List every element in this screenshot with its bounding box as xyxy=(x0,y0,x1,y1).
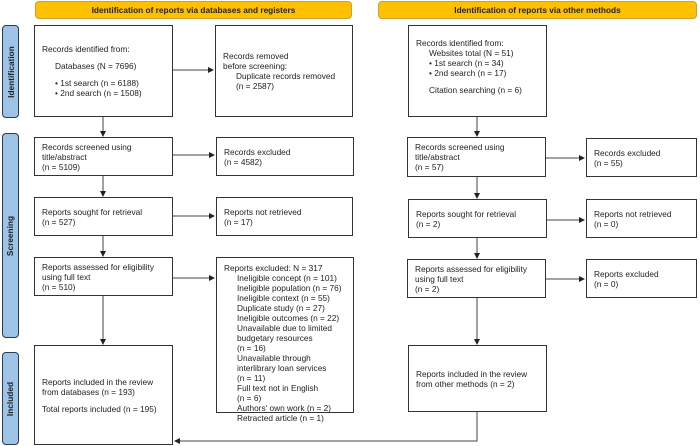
box-title: Reports included in the review xyxy=(416,368,528,379)
box-title: Reports excluded xyxy=(594,268,659,279)
reports-sought-other: Reports sought for retrieval (n = 2) xyxy=(408,199,547,238)
box-count: (n = 55) xyxy=(594,157,623,168)
records-removed: Records removed before screening: Duplic… xyxy=(215,25,353,117)
bullet-item: • 1st search (n = 34) xyxy=(429,58,504,68)
bullet-item: • 2nd search (n = 1508) xyxy=(55,88,142,98)
arrow xyxy=(174,411,478,444)
box-count: (n = 2587) xyxy=(236,81,275,91)
box-count: (n = 0) xyxy=(594,218,619,229)
box-title: Reports assessed for eligibility xyxy=(42,261,155,272)
records-excluded-other: Records excluded (n = 55) xyxy=(586,138,697,177)
bullet-item: • 2nd search (n = 17) xyxy=(429,68,507,78)
box-count: (n = 510) xyxy=(42,281,76,292)
exclusion-reason: Authors' own work (n = 2) xyxy=(237,403,332,413)
box-title: from databases (n = 193) xyxy=(42,386,135,397)
bullet-item: • 1st search (n = 6188) xyxy=(55,78,139,88)
records-excluded-databases: Records excluded (n = 4582) xyxy=(216,137,354,176)
exclusion-reason: Full text not in English xyxy=(237,383,319,393)
phase-identification: Identification xyxy=(2,25,19,118)
header-label: Identification of reports via databases … xyxy=(91,5,296,15)
exclusion-reason: interlibrary loan services xyxy=(237,363,327,373)
records-screened-other: Records screened using title/abstract (n… xyxy=(407,137,546,177)
box-title: Reports not retrieved xyxy=(594,208,672,219)
box-title: Reports sought for retrieval xyxy=(42,206,143,217)
bullet-text: 2nd search (n = 17) xyxy=(434,68,507,78)
exclusion-reason: Ineligible context (n = 55) xyxy=(237,293,330,303)
phase-included: Included xyxy=(2,352,19,445)
reports-excluded-other: Reports excluded (n = 0) xyxy=(586,259,697,298)
reports-excluded-databases: Reports excluded: N = 317 Ineligible con… xyxy=(216,257,354,423)
box-title: Reports not retrieved xyxy=(224,206,302,217)
box-title: Reports assessed for eligibility xyxy=(415,263,528,274)
box-title: Records excluded xyxy=(594,147,661,158)
exclusion-reason: Ineligible outcomes (n = 22) xyxy=(237,313,340,323)
header-other-methods: Identification of reports via other meth… xyxy=(378,1,697,19)
box-title: Records excluded xyxy=(224,146,291,157)
box-item: Duplicate records removed xyxy=(236,71,336,81)
box-count: (n = 2) xyxy=(416,218,441,229)
reports-included-other: Reports included in the review from othe… xyxy=(408,345,547,412)
exclusion-reason: Ineligible concept (n = 101) xyxy=(237,273,337,283)
exclusion-reason: (n = 11) xyxy=(237,373,266,383)
box-title: Records screened using xyxy=(415,142,505,152)
box-title: Reports excluded: N = 317 xyxy=(224,263,323,273)
box-count: (n = 5109) xyxy=(42,161,81,172)
total-included: Total reports included (n = 195) xyxy=(42,403,157,414)
exclusion-reason: Ineligible population (n = 76) xyxy=(237,283,342,293)
records-identified-databases: Records identified from: Databases (N = … xyxy=(34,25,173,117)
box-title: using full text xyxy=(42,271,91,282)
reports-sought-databases: Reports sought for retrieval (n = 527) xyxy=(34,197,173,236)
box-count: (n = 527) xyxy=(42,216,76,227)
box-title: Reports included in the review xyxy=(42,376,154,387)
box-title: title/abstract xyxy=(42,151,87,162)
reports-not-retrieved-databases: Reports not retrieved (n = 17) xyxy=(216,197,353,236)
box-count: (n = 17) xyxy=(224,216,253,227)
header-label: Identification of reports via other meth… xyxy=(454,5,621,15)
box-count: (n = 57) xyxy=(415,162,444,172)
phase-screening: Screening xyxy=(2,133,19,338)
box-title: Reports sought for retrieval xyxy=(416,208,517,219)
exclusion-reason: budgetary resources xyxy=(237,333,313,343)
box-count: (n = 2) xyxy=(415,283,440,294)
box-title: title/abstract xyxy=(415,152,460,162)
reports-assessed-databases: Reports assessed for eligibility using f… xyxy=(34,257,173,296)
box-title: from other methods (n = 2) xyxy=(416,378,515,389)
exclusion-reason: Unavailable due to limited xyxy=(237,323,333,333)
bullet-text: 2nd search (n = 1508) xyxy=(60,88,142,98)
citation-count: Citation searching (n = 6) xyxy=(429,85,522,95)
exclusion-reasons-list: Ineligible concept (n = 101)Ineligible p… xyxy=(224,273,346,423)
reports-not-retrieved-other: Reports not retrieved (n = 0) xyxy=(586,199,697,238)
box-title: Records identified from: xyxy=(416,38,504,48)
databases-count: Databases (N = 7696) xyxy=(55,61,137,71)
exclusion-reason: Duplicate study (n = 27) xyxy=(237,303,325,313)
exclusion-reason: Unavailable through xyxy=(237,353,311,363)
box-title: using full text xyxy=(415,273,464,284)
records-identified-other: Records identified from: Websites total … xyxy=(408,25,547,117)
exclusion-reason: (n = 16) xyxy=(237,343,266,353)
box-title: Records identified from: xyxy=(42,44,130,54)
exclusion-reason: Retracted article (n = 1) xyxy=(237,413,324,423)
box-title: Records removed before screening: xyxy=(223,51,289,71)
bullet-text: 1st search (n = 6188) xyxy=(60,78,139,88)
box-count: (n = 4582) xyxy=(224,156,263,167)
websites-count: Websites total (N = 51) xyxy=(429,48,514,58)
header-databases: Identification of reports via databases … xyxy=(35,1,352,19)
reports-assessed-other: Reports assessed for eligibility using f… xyxy=(407,259,546,298)
bullet-text: 1st search (n = 34) xyxy=(434,58,504,68)
box-count: (n = 0) xyxy=(594,278,619,289)
records-screened-databases: Records screened using title/abstract (n… xyxy=(34,137,173,176)
box-title: Records screened using xyxy=(42,141,132,152)
reports-included-databases: Reports included in the review from data… xyxy=(34,345,173,445)
exclusion-reason: (n = 6) xyxy=(237,393,262,403)
